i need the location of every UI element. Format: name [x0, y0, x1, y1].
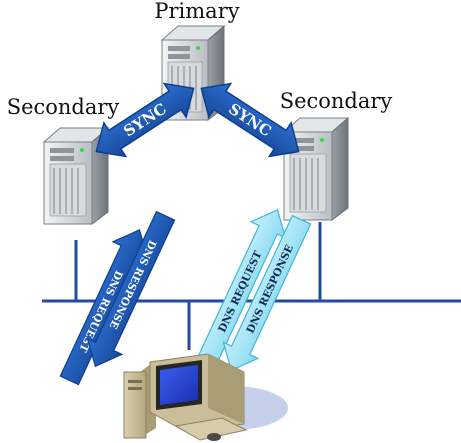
secondary-left-label: Secondary — [7, 95, 120, 119]
desktop-computer-icon — [123, 353, 288, 441]
left-dns-response-arrow: DNS RESPONSE — [86, 210, 176, 368]
primary-label: Primary — [154, 0, 239, 23]
secondary-right-label: Secondary — [280, 89, 393, 113]
